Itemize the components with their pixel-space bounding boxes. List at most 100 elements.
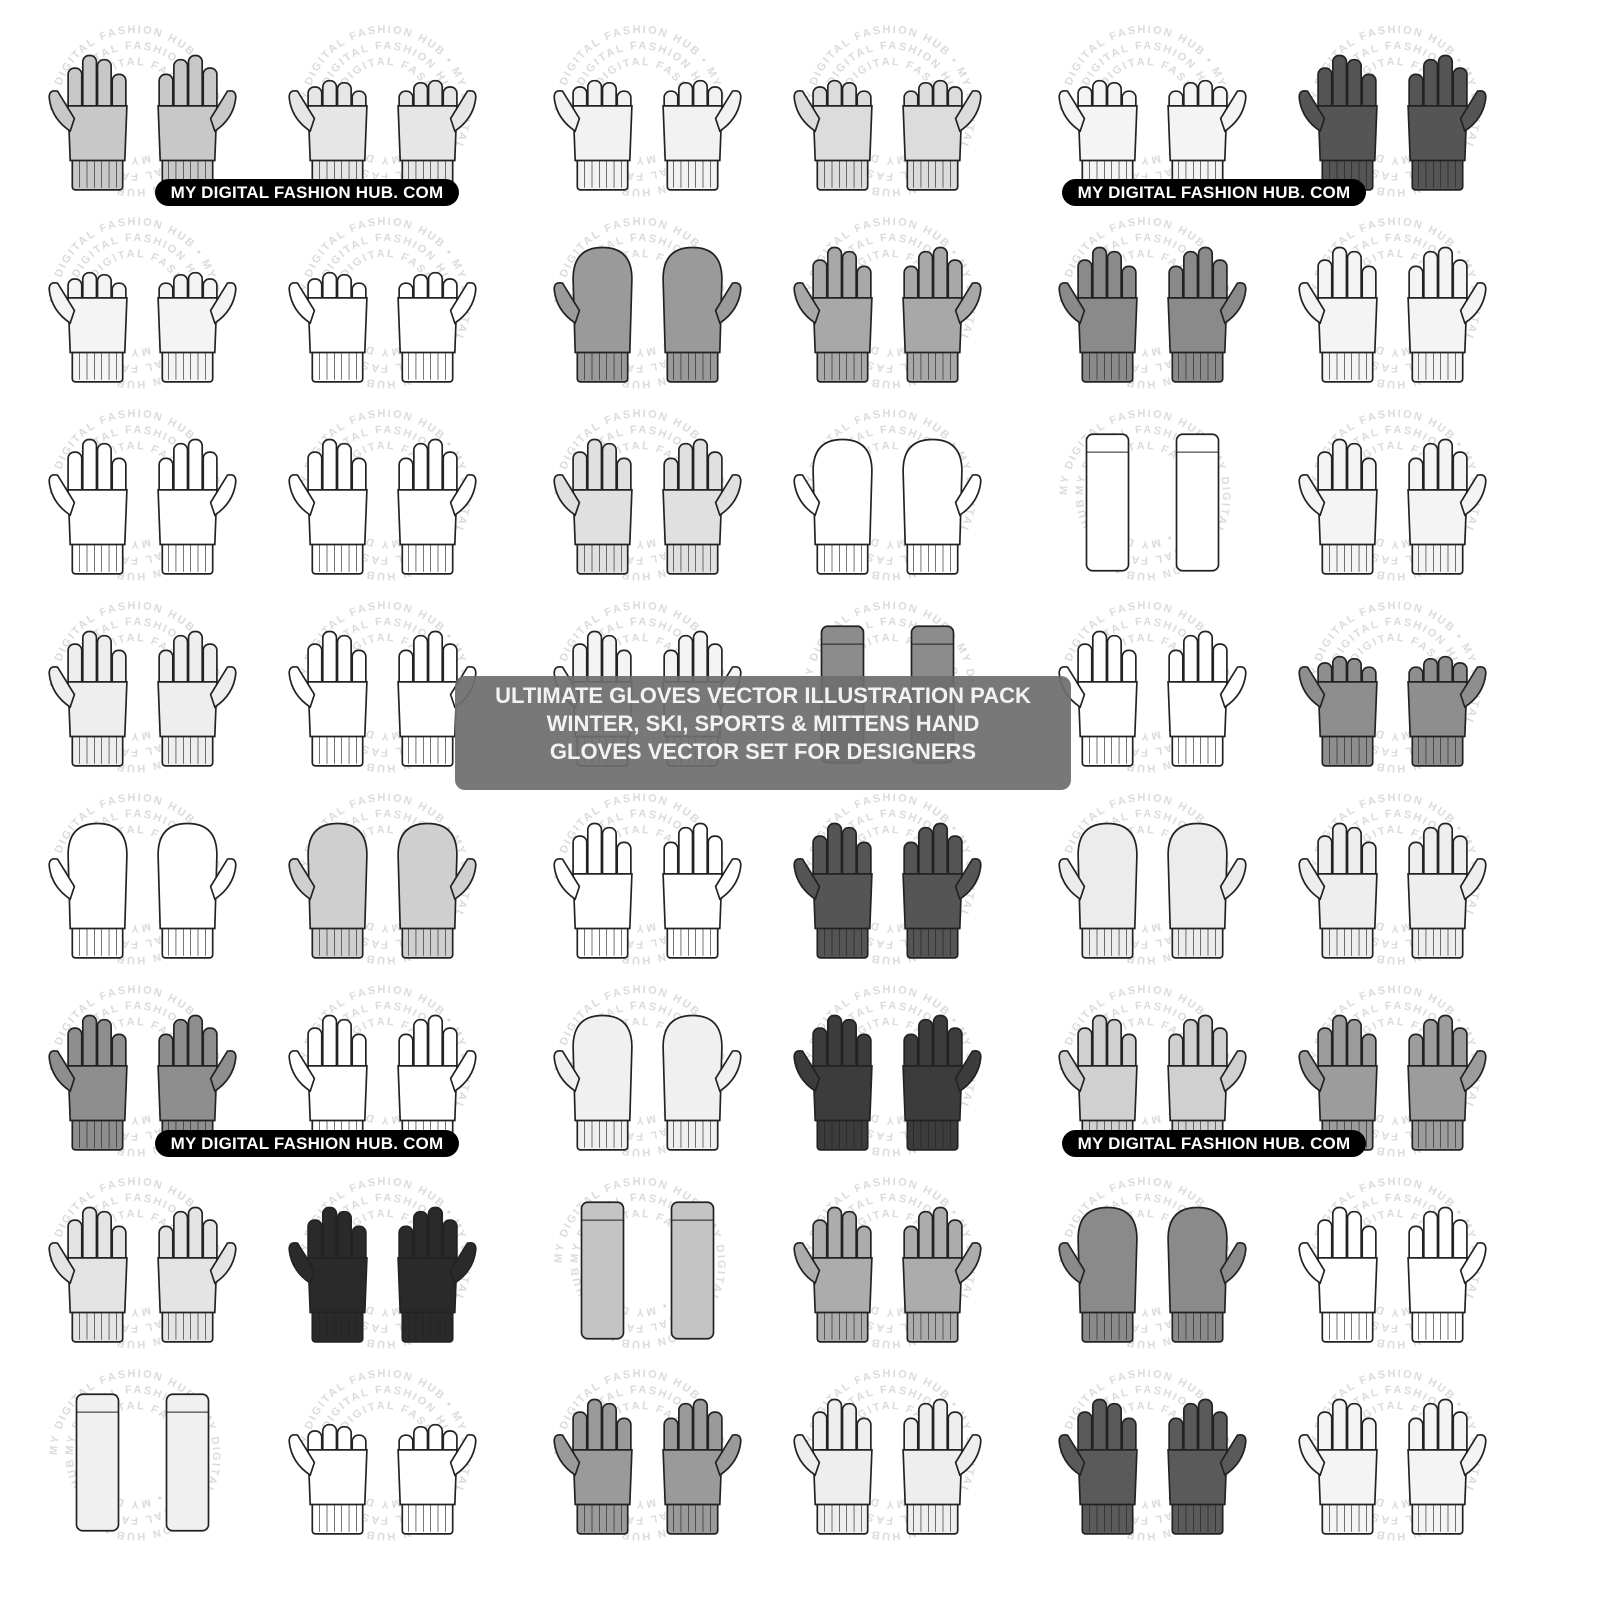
site-banner: MY DIGITAL FASHION HUB. COM xyxy=(1062,179,1366,206)
glove-set-cell: MY DIGITAL FASHION HUB • MY DIGITAL FASH… xyxy=(520,1167,1030,1359)
glove-set-cell: MY DIGITAL FASHION HUB • MY DIGITAL FASH… xyxy=(1025,591,1535,783)
title-overlay: ULTIMATE GLOVES VECTOR ILLUSTRATION PACK… xyxy=(455,676,1071,790)
glove-set-cell: MY DIGITAL FASHION HUB • MY DIGITAL FASH… xyxy=(1025,15,1535,207)
glove-illustration xyxy=(553,822,633,959)
glove-illustration xyxy=(902,246,982,383)
title-line-3: GLOVES VECTOR SET FOR DESIGNERS xyxy=(549,739,977,764)
glove-illustration xyxy=(793,438,873,575)
glove-illustration xyxy=(75,1393,120,1532)
glove-set-cell: MY DIGITAL FASHION HUB • MY DIGITAL FASH… xyxy=(520,15,1030,207)
glove-illustration xyxy=(1298,438,1378,575)
glove-set-cell: MY DIGITAL FASHION HUB • MY DIGITAL FASH… xyxy=(15,399,525,591)
glove-illustration xyxy=(662,1014,742,1151)
glove-illustration xyxy=(1407,655,1487,767)
site-banner: MY DIGITAL FASHION HUB. COM xyxy=(155,179,459,206)
glove-set-cell: MY DIGITAL FASHION HUB • MY DIGITAL FASH… xyxy=(15,207,525,399)
glove-illustration xyxy=(48,54,128,191)
glove-illustration xyxy=(902,822,982,959)
glove-illustration xyxy=(1407,54,1487,191)
glove-illustration xyxy=(48,822,128,959)
glove-illustration xyxy=(793,246,873,383)
glove-illustration xyxy=(157,630,237,767)
glove-illustration xyxy=(1298,655,1378,767)
glove-illustration xyxy=(902,1206,982,1343)
glove-illustration xyxy=(1407,438,1487,575)
glove-illustration xyxy=(662,438,742,575)
glove-illustration xyxy=(1298,822,1378,959)
glove-illustration xyxy=(48,1014,128,1151)
glove-illustration xyxy=(157,54,237,191)
glove-illustration xyxy=(553,1014,633,1151)
glove-illustration xyxy=(157,1206,237,1343)
glove-illustration xyxy=(157,438,237,575)
glove-illustration xyxy=(1085,433,1130,572)
glove-illustration xyxy=(397,438,477,575)
title-line-2: WINTER, SKI, SPORTS & MITTENS HAND xyxy=(546,711,980,736)
glove-illustration xyxy=(1298,1206,1378,1343)
glove-illustration xyxy=(553,1398,633,1535)
glove-illustration xyxy=(397,271,477,383)
glove-illustration xyxy=(793,1398,873,1535)
glove-illustration xyxy=(1407,246,1487,383)
glove-illustration xyxy=(157,822,237,959)
glove-illustration xyxy=(397,1206,477,1343)
glove-illustration xyxy=(662,246,742,383)
glove-illustration xyxy=(1407,1014,1487,1151)
glove-illustration xyxy=(165,1393,210,1532)
glove-illustration xyxy=(662,822,742,959)
glove-illustration xyxy=(157,271,237,383)
glove-illustration xyxy=(793,822,873,959)
glove-illustration xyxy=(1167,79,1247,191)
glove-illustration xyxy=(1058,246,1138,383)
glove-illustration xyxy=(1167,630,1247,767)
glove-illustration xyxy=(1407,822,1487,959)
glove-set-cell: MY DIGITAL FASHION HUB • MY DIGITAL FASH… xyxy=(15,975,525,1167)
glove-illustration xyxy=(288,1206,368,1343)
glove-set-cell: MY DIGITAL FASHION HUB • MY DIGITAL FASH… xyxy=(1025,399,1535,591)
glove-illustration xyxy=(553,79,633,191)
glove-illustration xyxy=(48,438,128,575)
glove-illustration xyxy=(288,271,368,383)
glove-illustration xyxy=(553,246,633,383)
glove-set-cell: MY DIGITAL FASHION HUB • MY DIGITAL FASH… xyxy=(15,783,525,975)
glove-illustration xyxy=(662,1398,742,1535)
glove-illustration xyxy=(793,1206,873,1343)
glove-illustration xyxy=(288,822,368,959)
glove-illustration xyxy=(1407,1206,1487,1343)
glove-illustration xyxy=(670,1201,715,1340)
glove-illustration xyxy=(1298,54,1378,191)
glove-illustration xyxy=(1167,1398,1247,1535)
glove-illustration xyxy=(1058,1398,1138,1535)
glove-illustration xyxy=(288,79,368,191)
site-banner: MY DIGITAL FASHION HUB. COM xyxy=(1062,1130,1366,1157)
glove-illustration xyxy=(1175,433,1220,572)
glove-set-cell: MY DIGITAL FASHION HUB • MY DIGITAL FASH… xyxy=(15,1167,525,1359)
glove-set-cell: MY DIGITAL FASHION HUB • MY DIGITAL FASH… xyxy=(520,1359,1030,1551)
glove-illustration xyxy=(1058,1014,1138,1151)
glove-illustration xyxy=(662,79,742,191)
glove-illustration xyxy=(1167,246,1247,383)
glove-illustration xyxy=(397,1423,477,1535)
glove-illustration xyxy=(902,1014,982,1151)
glove-illustration xyxy=(553,438,633,575)
glove-illustration xyxy=(1298,246,1378,383)
glove-set-cell: MY DIGITAL FASHION HUB • MY DIGITAL FASH… xyxy=(1025,975,1535,1167)
glove-illustration xyxy=(902,1398,982,1535)
glove-illustration xyxy=(288,630,368,767)
glove-illustration xyxy=(793,79,873,191)
glove-illustration xyxy=(1058,822,1138,959)
glove-illustration xyxy=(580,1201,625,1340)
glove-illustration xyxy=(288,1423,368,1535)
glove-set-cell: MY DIGITAL FASHION HUB • MY DIGITAL FASH… xyxy=(1025,1167,1535,1359)
site-banner: MY DIGITAL FASHION HUB. COM xyxy=(155,1130,459,1157)
glove-illustration xyxy=(48,1206,128,1343)
glove-illustration xyxy=(793,1014,873,1151)
title-line-1: ULTIMATE GLOVES VECTOR ILLUSTRATION PACK xyxy=(495,683,1031,708)
glove-set-cell: MY DIGITAL FASHION HUB • MY DIGITAL FASH… xyxy=(15,591,525,783)
glove-illustration xyxy=(1167,822,1247,959)
glove-illustration xyxy=(48,271,128,383)
glove-illustration xyxy=(288,438,368,575)
glove-illustration xyxy=(1058,630,1138,767)
glove-set-cell: MY DIGITAL FASHION HUB • MY DIGITAL FASH… xyxy=(520,399,1030,591)
